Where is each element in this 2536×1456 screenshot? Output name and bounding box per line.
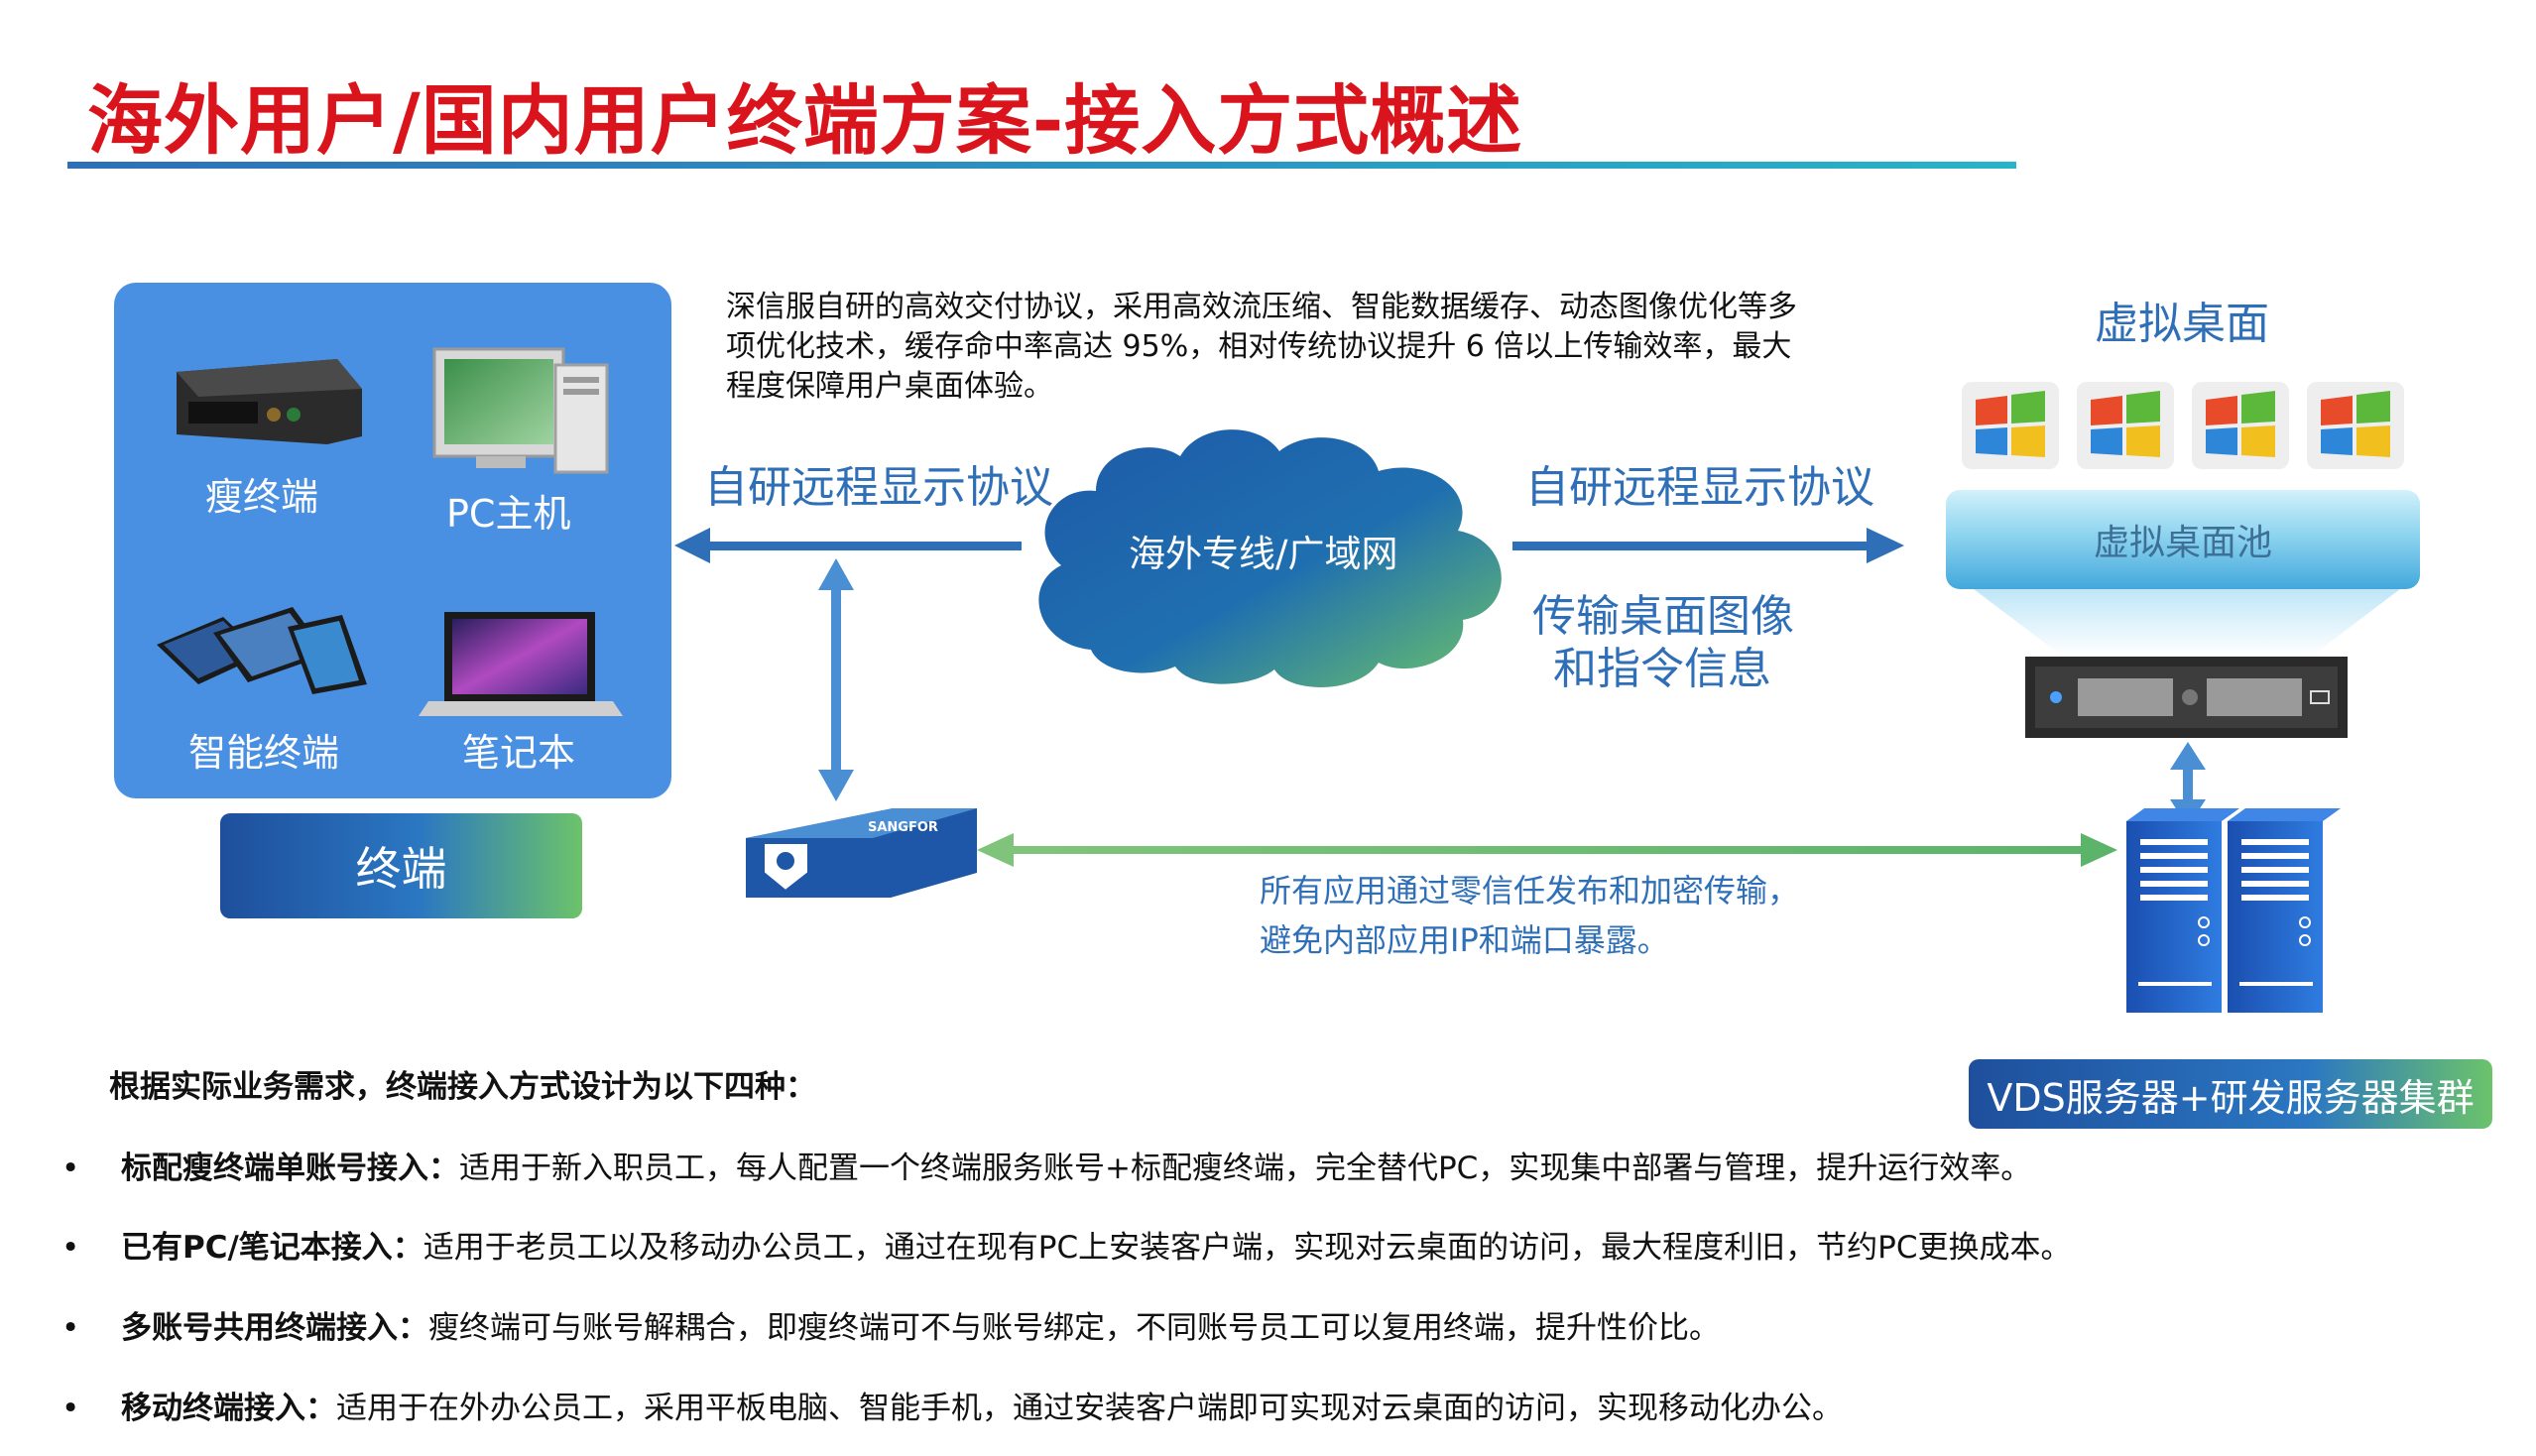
windows-icon [2077,382,2174,469]
rack-server-icon [2025,657,2348,738]
protocol-label-right: 自研远程显示协议 [1525,462,1874,513]
servers-cluster-button[interactable]: VDS服务器+研发服务器集群 [1969,1059,2492,1129]
bullet-marker: • [61,1310,80,1346]
gateway-brand: SANGFOR [868,820,938,835]
access-bullet: • 多账号共用终端接入：瘦终端可与账号解耦合，即瘦终端可不与账号绑定，不同账号员工… [61,1302,1720,1347]
sangfor-gateway-icon: SANGFOR [746,808,977,898]
transmit-label-line-1: 传输桌面图像 [1532,591,1794,642]
zero-trust-arrow [977,833,2117,867]
cloud-label: 海外专线/广域网 [1129,533,1398,575]
bullet-marker: • [61,1230,80,1266]
access-intro: 根据实际业务需求，终端接入方式设计为以下四种： [109,1069,816,1105]
virtual-desktop-title: 虚拟桌面 [2095,299,2269,349]
bullet-title: 标配瘦终端单账号接入： [121,1151,459,1186]
device-label-pc: PC主机 [446,492,571,536]
pool-glow [1974,589,2400,657]
transmit-label-line-2: 和指令信息 [1553,644,1771,694]
wan-cloud [1038,429,1502,687]
terminal-button[interactable]: 终端 [220,813,582,918]
smart-devices-icon [157,607,367,694]
zero-trust-text-line-2: 避免内部应用IP和端口暴露。 [1260,921,1669,959]
title-underline [67,162,2016,169]
zero-trust-text-line-1: 所有应用通过零信任发布和加密传输， [1260,872,1800,910]
bullet-title: 多账号共用终端接入： [121,1310,428,1346]
tower-servers-icon [2126,808,2341,1013]
bullet-text: 瘦终端可与账号解耦合，即瘦终端可不与账号绑定，不同账号员工可以复用终端，提升性价… [428,1310,1720,1346]
windows-icon [2192,382,2289,469]
device-label-thin-client: 瘦终端 [205,475,319,519]
pc-desktop-icon [432,347,609,474]
access-bullet: • 移动终端接入：适用于在外办公员工，采用平板电脑、智能手机，通过安装客户端即可实… [61,1383,1843,1427]
protocol-arrow-right [1512,528,1904,563]
description-line: 深信服自研的高效交付协议，采用高效流压缩、智能数据缓存、动态图像优化等多 [726,290,1797,324]
thin-client-icon [177,359,362,444]
protocol-description: 深信服自研的高效交付协议，采用高效流压缩、智能数据缓存、动态图像优化等多 项优化… [726,288,1896,407]
bullet-text: 适用于在外办公员工，采用平板电脑、智能手机，通过安装客户端即可实现对云桌面的访问… [336,1391,1843,1426]
laptop-icon [419,612,623,716]
bullet-text: 适用于新入职员工，每人配置一个终端服务账号+标配瘦终端，完全替代PC，实现集中部… [459,1151,2032,1186]
bullet-text: 适用于老员工以及移动办公员工，通过在现有PC上安装客户端，实现对云桌面的访问，最… [423,1230,2072,1266]
description-line: 程度保障用户桌面体验。 [726,369,1053,404]
page-title: 海外用户/国内用户终端方案-接入方式概述 [87,76,1523,165]
access-bullet: • 标配瘦终端单账号接入：适用于新入职员工，每人配置一个终端服务账号+标配瘦终端，… [61,1143,2031,1187]
virtual-desktop-pool: 虚拟桌面池 [1946,490,2420,589]
description-line: 项优化技术，缓存命中率高达 95%，相对传统协议提升 6 倍以上传输效率，最大 [726,329,1792,364]
device-label-smart-terminal: 智能终端 [188,731,340,775]
device-label-laptop: 笔记本 [462,731,576,775]
bullet-title: 已有PC/笔记本接入： [121,1230,423,1266]
bullet-marker: • [61,1151,80,1186]
windows-icon [1962,382,2059,469]
bullet-marker: • [61,1391,80,1426]
protocol-arrow-left [674,528,1022,563]
protocol-label-left: 自研远程显示协议 [704,462,1053,513]
bullet-title: 移动终端接入： [121,1391,336,1426]
vertical-double-arrow [818,558,854,801]
windows-icon [2307,382,2404,469]
windows-tiles [1962,382,2404,469]
access-bullet: • 已有PC/笔记本接入：适用于老员工以及移动办公员工，通过在现有PC上安装客户端… [61,1222,2071,1267]
